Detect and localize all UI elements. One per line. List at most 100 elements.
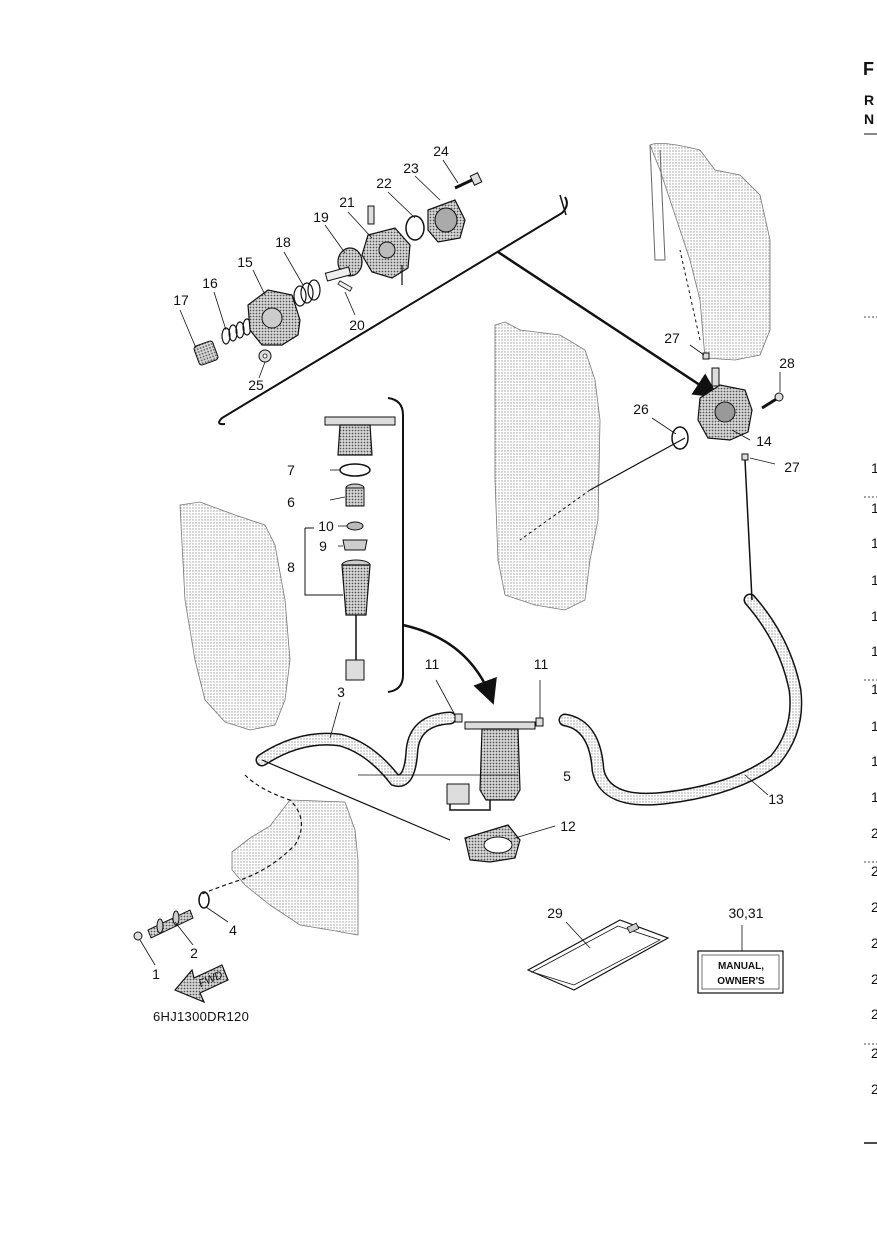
engine-component-center xyxy=(494,321,601,611)
filter-top-fitting xyxy=(324,416,396,456)
callout-24: 24 xyxy=(433,143,449,159)
part-23-cap xyxy=(427,199,466,243)
callout-5: 5 xyxy=(563,768,571,784)
part-4-grommet xyxy=(198,891,210,909)
part-7-o-ring xyxy=(339,463,371,477)
callout-17: 17 xyxy=(173,292,189,308)
callout-20: 20 xyxy=(349,317,365,333)
callout-30-31: 30,31 xyxy=(728,905,763,921)
callout-19: 19 xyxy=(313,209,329,225)
edge-number: 2 xyxy=(871,1081,877,1097)
callout-21: 21 xyxy=(339,194,355,210)
callout-28: 28 xyxy=(779,355,795,371)
part-29-bag xyxy=(526,919,670,991)
callout-2: 2 xyxy=(190,945,198,961)
part-6-element xyxy=(345,483,365,507)
callout-7: 7 xyxy=(287,462,295,478)
edge-number: 1 xyxy=(871,789,877,805)
manual-label-line1: MANUAL, xyxy=(718,961,764,972)
edge-number: 1 xyxy=(871,643,877,659)
edge-number: 2 xyxy=(871,1006,877,1022)
part-11-clamp-right xyxy=(535,717,544,727)
callout-22: 22 xyxy=(376,175,392,191)
edge-number: 1 xyxy=(871,753,877,769)
leader-lines xyxy=(139,159,781,966)
callout-27-upper: 27 xyxy=(664,330,680,346)
edge-number: 1 xyxy=(871,608,877,624)
part-27-clip-upper xyxy=(702,352,710,360)
engine-component-top-right xyxy=(649,142,771,361)
part-9-float xyxy=(342,539,368,551)
fwd-arrow-icon: FWD xyxy=(174,964,229,1004)
callout-14: 14 xyxy=(756,433,772,449)
callout-27-lower: 27 xyxy=(784,459,800,475)
margin-letter-2: R xyxy=(864,92,874,108)
edge-number: 2 xyxy=(871,863,877,879)
edge-number: 2 xyxy=(871,1045,877,1061)
part-20-pin xyxy=(337,280,353,292)
part-22-o-ring xyxy=(405,215,425,241)
callout-29: 29 xyxy=(547,905,563,921)
edge-number: 1 xyxy=(871,681,877,697)
edge-number: 2 xyxy=(871,825,877,841)
part-16-spring xyxy=(221,318,252,345)
margin-letter-1: F xyxy=(863,59,874,79)
callout-10: 10 xyxy=(318,518,334,534)
owners-manual-box: MANUAL, OWNER'S xyxy=(697,950,784,994)
callout-16: 16 xyxy=(202,275,218,291)
part-15-body xyxy=(247,289,301,346)
filter-parts-group xyxy=(304,416,396,681)
margin-letter-3: N xyxy=(864,111,874,127)
filter-exploded-bracket xyxy=(387,397,497,705)
part-26-o-ring xyxy=(671,426,689,450)
callout-4: 4 xyxy=(229,922,237,938)
callout-6: 6 xyxy=(287,494,295,510)
edge-number: 2 xyxy=(871,899,877,915)
callout-23: 23 xyxy=(403,160,419,176)
part-10-washer xyxy=(346,521,364,531)
part-17-plug xyxy=(193,340,219,366)
part-27-clip-lower xyxy=(741,453,749,461)
callout-13: 13 xyxy=(768,791,784,807)
part-5-filter-assembly xyxy=(446,721,536,811)
callout-8: 8 xyxy=(287,559,295,575)
part-18-spring xyxy=(293,279,321,307)
right-margin-text: F R N 1 1 1 1 1 1 1 1 1 1 2 2 2 2 2 2 2 … xyxy=(863,59,877,1144)
part-11-clamp-left xyxy=(454,713,463,723)
hoses-group xyxy=(199,249,803,896)
callout-9: 9 xyxy=(319,538,327,554)
diagram-id: 6HJ1300DR120 xyxy=(153,1009,249,1024)
callouts: 1 2 3 4 5 6 7 8 9 10 11 11 12 13 14 15 1… xyxy=(152,143,800,982)
edge-number: 1 xyxy=(871,500,877,516)
callout-12: 12 xyxy=(560,818,576,834)
part-21-cover xyxy=(361,205,411,285)
part-8-cup xyxy=(341,559,371,681)
part-24-screw xyxy=(454,172,483,190)
part-2-joint xyxy=(147,909,194,939)
callout-1: 1 xyxy=(152,966,160,982)
edge-number: 1 xyxy=(871,572,877,588)
edge-number: 1 xyxy=(871,718,877,734)
part-25-nut xyxy=(258,349,272,363)
edge-number: 1 xyxy=(871,535,877,551)
callout-18: 18 xyxy=(275,234,291,250)
edge-number: 2 xyxy=(871,935,877,951)
engine-component-left xyxy=(179,501,291,731)
part-1-screw xyxy=(133,931,143,941)
edge-number: 2 xyxy=(871,971,877,987)
edge-number: 1 xyxy=(871,460,877,476)
part-14-pump xyxy=(697,367,753,441)
manual-label-line2: OWNER'S xyxy=(717,976,765,987)
engine-component-bottom xyxy=(231,799,359,936)
callout-11-right: 11 xyxy=(534,656,549,672)
callout-11-left: 11 xyxy=(425,656,440,672)
callout-3: 3 xyxy=(337,684,345,700)
part-12-bracket xyxy=(464,824,521,863)
background-outline xyxy=(179,142,771,936)
part-19-diaphragm xyxy=(324,247,363,282)
pump-parts-group xyxy=(193,172,483,366)
exploded-view-bracket xyxy=(218,194,720,426)
part-28-bolt xyxy=(761,392,784,410)
callout-15: 15 xyxy=(237,254,253,270)
